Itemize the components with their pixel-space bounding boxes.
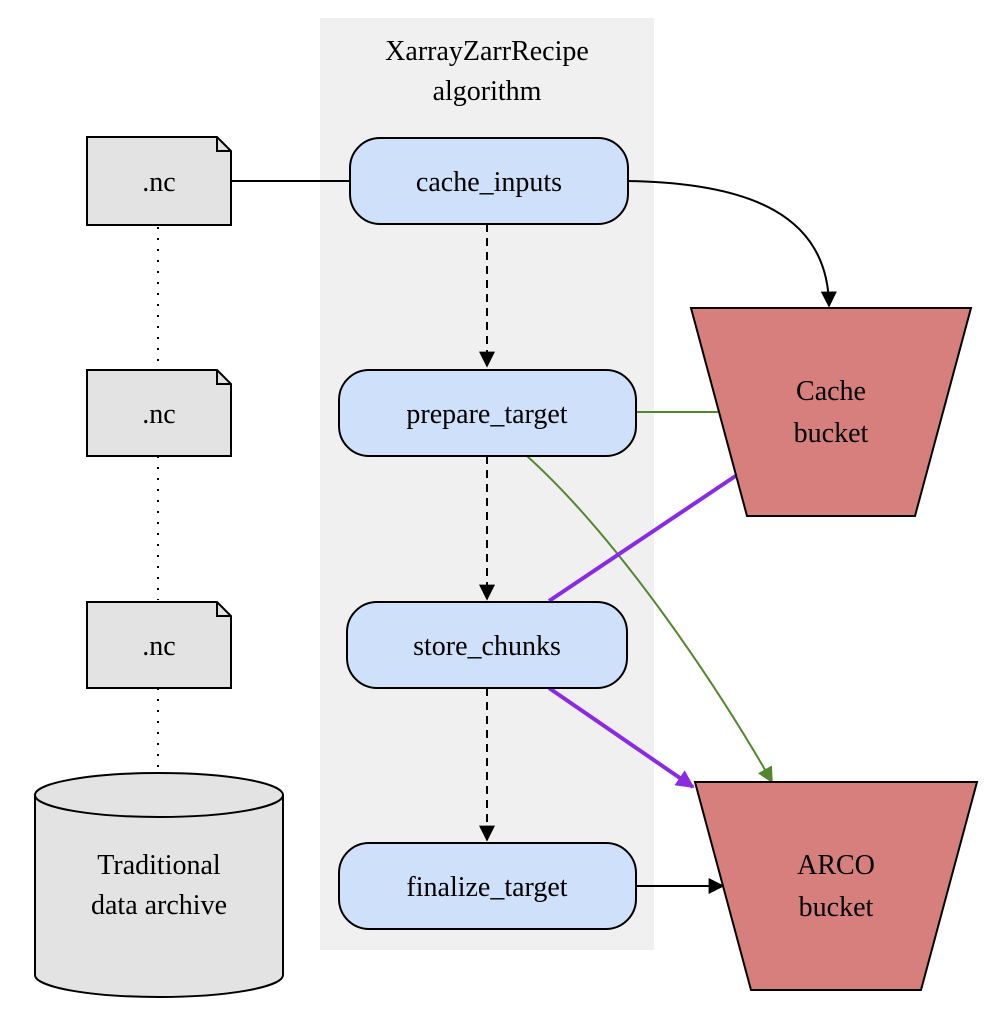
- edge-cache-bucket-to-store-chunks: [547, 473, 739, 603]
- cluster-title-line2: algorithm: [433, 76, 542, 107]
- nc-file-1-fold-icon: [216, 137, 231, 152]
- edge-store-chunks-to-arco-bucket: [547, 686, 695, 789]
- cache-bucket: Cache bucket: [689, 307, 973, 517]
- nc-file-2-label: .nc: [142, 399, 175, 430]
- step-finalize-target-label: finalize_target: [406, 872, 567, 903]
- step-cache-inputs[interactable]: cache_inputs: [349, 137, 629, 225]
- nc-file-3: .nc: [86, 601, 232, 689]
- traditional-data-archive: Traditional data archive: [34, 772, 284, 998]
- step-store-chunks-label: store_chunks: [413, 631, 561, 662]
- archive-label-line2: data archive: [91, 890, 227, 921]
- step-prepare-target[interactable]: prepare_target: [338, 369, 637, 457]
- nc-file-1-label: .nc: [142, 167, 175, 198]
- nc-file-3-label: .nc: [142, 631, 175, 662]
- arco-bucket-label-line2: bucket: [799, 892, 874, 923]
- step-finalize-target[interactable]: finalize_target: [338, 842, 637, 930]
- arco-bucket: ARCO bucket: [693, 781, 979, 991]
- nc-file-2-fold-icon: [216, 370, 231, 385]
- edge-cache-inputs-to-cache-bucket: [627, 180, 837, 308]
- cache-bucket-label-line1: Cache: [796, 376, 866, 407]
- cluster-title-line1: XarrayZarrRecipe: [385, 36, 589, 67]
- step-store-chunks[interactable]: store_chunks: [346, 601, 628, 689]
- edge-prepare-target-to-arco-bucket: [526, 455, 773, 784]
- archive-label-line1: Traditional: [97, 850, 221, 881]
- cache-bucket-label-line2: bucket: [794, 418, 869, 449]
- arco-bucket-label-line1: ARCO: [797, 850, 875, 881]
- step-prepare-target-label: prepare_target: [406, 399, 567, 430]
- nc-file-3-fold-icon: [216, 602, 231, 617]
- step-cache-inputs-label: cache_inputs: [416, 167, 562, 198]
- nc-file-2: .nc: [86, 369, 232, 457]
- nc-file-1: .nc: [86, 136, 232, 226]
